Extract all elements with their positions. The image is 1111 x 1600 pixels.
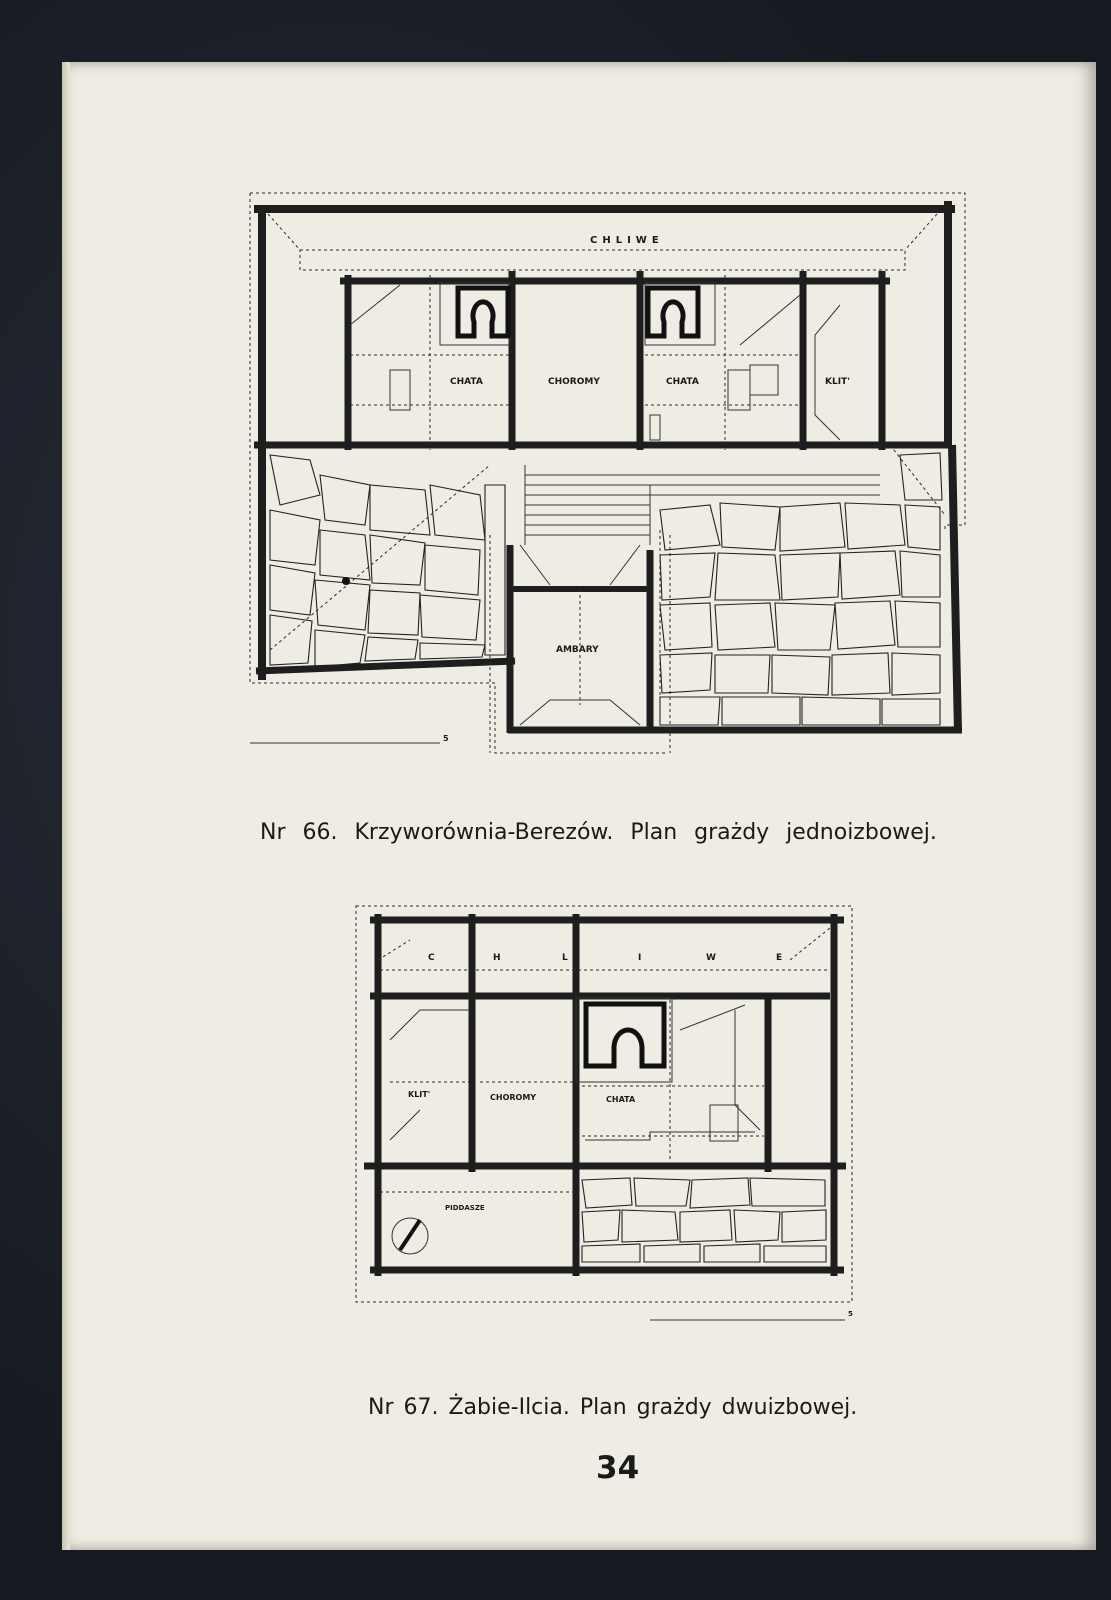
label-ambary: AMBARY (556, 645, 599, 655)
label-chata-right: CHATA (666, 377, 699, 387)
label-chata-67: CHATA (606, 1095, 636, 1104)
chliwe-letter-l: L (562, 953, 568, 963)
floor-plan-67: C H L I W E KLIT' CHOROMY CHATA PIDDASZE… (355, 905, 853, 1321)
scale-mark-66: 5 (443, 734, 449, 743)
floor-plan-66: CHLIWE CHATA CHOROMY CHATA KLIT' AMBARY … (249, 192, 966, 754)
label-chliwe-66: CHLIWE (590, 235, 664, 246)
chliwe-letter-h: H (493, 953, 501, 963)
page-gutter (62, 62, 70, 1550)
chliwe-letter-e: E (776, 953, 782, 963)
page-number: 34 (596, 1450, 640, 1486)
label-choromy-66: CHOROMY (548, 377, 600, 387)
label-chata-left: CHATA (450, 377, 483, 387)
caption-plan-66: Nr 66. Krzyworównia-Berezów. Plan grażdy… (260, 820, 937, 845)
label-chliwe-67: C H L I W E (428, 953, 782, 963)
label-klit-67: KLIT' (408, 1090, 430, 1099)
caption-plan-67: Nr 67. Żabie-Ilcia. Plan grażdy dwuizbow… (368, 1395, 858, 1420)
chliwe-letter-w: W (706, 953, 716, 963)
scale-mark-67: 5 (848, 1310, 853, 1318)
label-piddasze: PIDDASZE (445, 1204, 485, 1212)
chliwe-letter-i: I (638, 953, 641, 963)
chliwe-letter-c: C (428, 953, 435, 963)
label-klit-66: KLIT' (825, 377, 850, 387)
label-choromy-67: CHOROMY (490, 1093, 536, 1102)
